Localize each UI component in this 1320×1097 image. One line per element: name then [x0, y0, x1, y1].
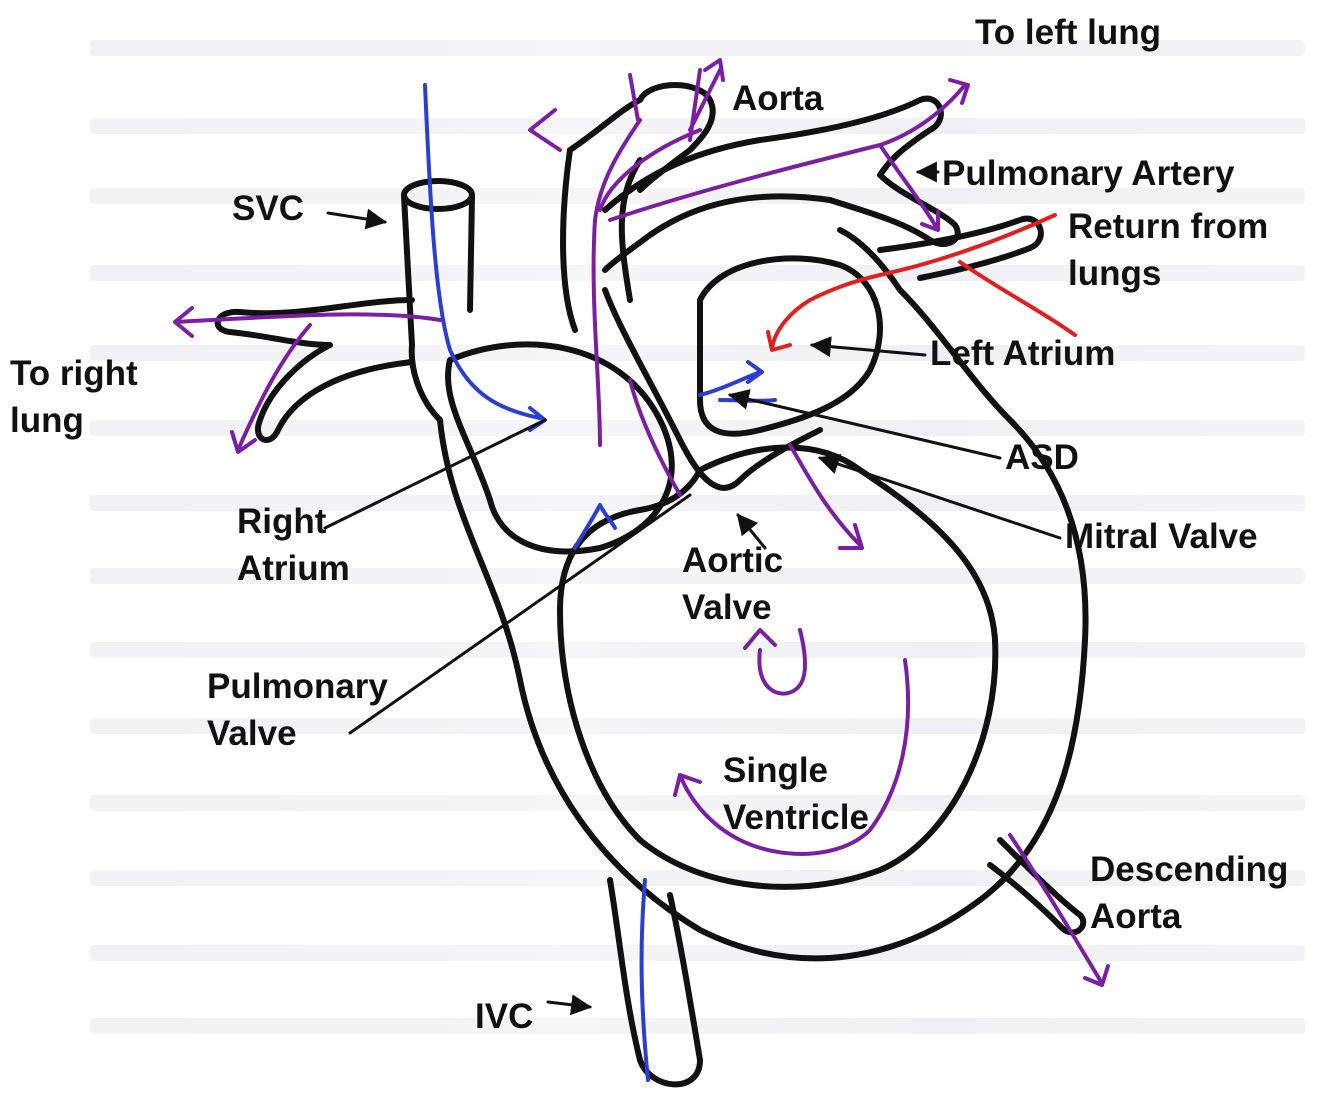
label-single-ventricle: Single Ventricle	[723, 747, 898, 841]
right-atrium-wall	[448, 344, 672, 551]
label-descending-aorta: Descending Aorta	[1090, 846, 1315, 940]
label-return-from-lungs: Return from lungs	[1068, 203, 1288, 297]
label-aortic-valve: Aortic Valve	[682, 537, 802, 631]
svc-pointer	[328, 213, 385, 222]
label-right-atrium: Right Atrium	[237, 498, 387, 592]
label-asd: ASD	[1005, 434, 1079, 481]
right-pulmonary-branch	[218, 300, 412, 440]
svc-opening	[404, 181, 472, 209]
ivc-flow-arrow	[642, 880, 648, 1080]
ivc-pointer	[548, 1002, 590, 1007]
label-to-left-lung: To left lung	[975, 9, 1161, 56]
label-to-right-lung: To right lung	[10, 350, 170, 444]
label-aorta: Aorta	[732, 75, 823, 122]
right-lung-flow-arrow	[175, 308, 440, 452]
left-atrium-pointer	[812, 345, 925, 355]
label-pulmonary-artery: Pulmonary Artery	[942, 150, 1234, 197]
ventricle-recirculation-arrow	[745, 630, 805, 694]
asd-flow-arrow	[700, 362, 775, 401]
label-svc: SVC	[232, 185, 304, 232]
return-from-lungs-branch	[960, 262, 1075, 335]
svc-flow-arrow	[425, 85, 545, 430]
label-mitral-valve: Mitral Valve	[1065, 513, 1258, 560]
label-left-atrium: Left Atrium	[930, 330, 1115, 377]
descending-aorta-vessel	[990, 840, 1083, 932]
atrium-body-outline	[412, 345, 440, 420]
aortic-arch-branches	[530, 70, 700, 210]
label-ivc: IVC	[475, 993, 533, 1040]
ivc-vessel	[610, 880, 700, 1084]
label-pulmonary-valve: Pulmonary Valve	[207, 663, 417, 757]
